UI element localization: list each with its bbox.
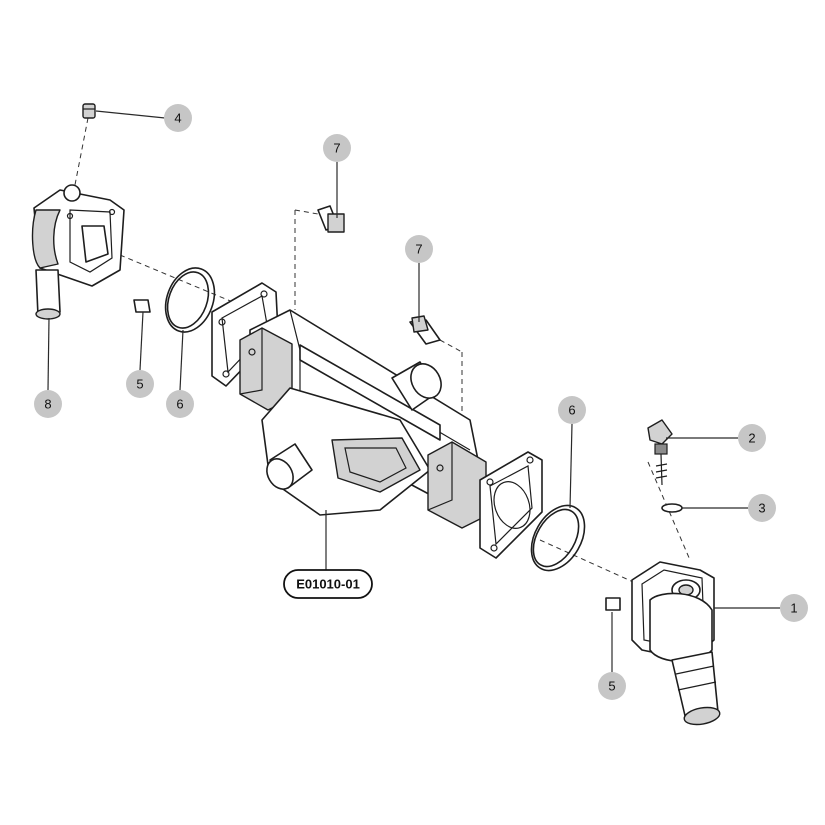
assembly-guide-lines [73,117,691,586]
main-housing [211,282,543,559]
callout-6-left-label: 6 [176,397,183,412]
callout-6-left: 6 [166,390,194,418]
assembly-tag-label: E01010-01 [296,577,360,592]
elbow-fitting-right [631,561,721,726]
callout-1: 1 [780,594,808,622]
o-ring-seal-right [530,504,586,572]
callout-3-label: 3 [758,501,765,516]
sealing-washer [661,503,683,513]
callout-8-label: 8 [44,397,51,412]
bolt-middle [409,315,441,345]
callout-2: 2 [738,424,766,452]
assembly-tag: E01010-01 [283,569,373,599]
callout-7-upper-label: 7 [333,141,340,156]
callout-7-middle: 7 [405,235,433,263]
callout-leaders [47,110,780,672]
dowel-pin-right [605,597,621,611]
elbow-fitting-left [31,184,125,320]
dowel-pin-left [133,299,151,313]
callout-6-right-label: 6 [568,403,575,418]
plug-screw [82,103,96,119]
callout-4-label: 4 [174,111,181,126]
callout-5-right: 5 [598,672,626,700]
o-ring-seal-left [164,267,216,333]
bolt-upper [317,205,345,233]
callout-5-left-label: 5 [136,377,143,392]
sensor-cap [647,419,673,486]
callout-8: 8 [34,390,62,418]
callout-7-upper: 7 [323,134,351,162]
callout-7-middle-label: 7 [415,242,422,257]
callout-6-right: 6 [558,396,586,424]
callout-5-left: 5 [126,370,154,398]
callout-1-label: 1 [790,601,797,616]
callout-4: 4 [164,104,192,132]
callout-5-right-label: 5 [608,679,615,694]
callout-2-label: 2 [748,431,755,446]
callout-3: 3 [748,494,776,522]
